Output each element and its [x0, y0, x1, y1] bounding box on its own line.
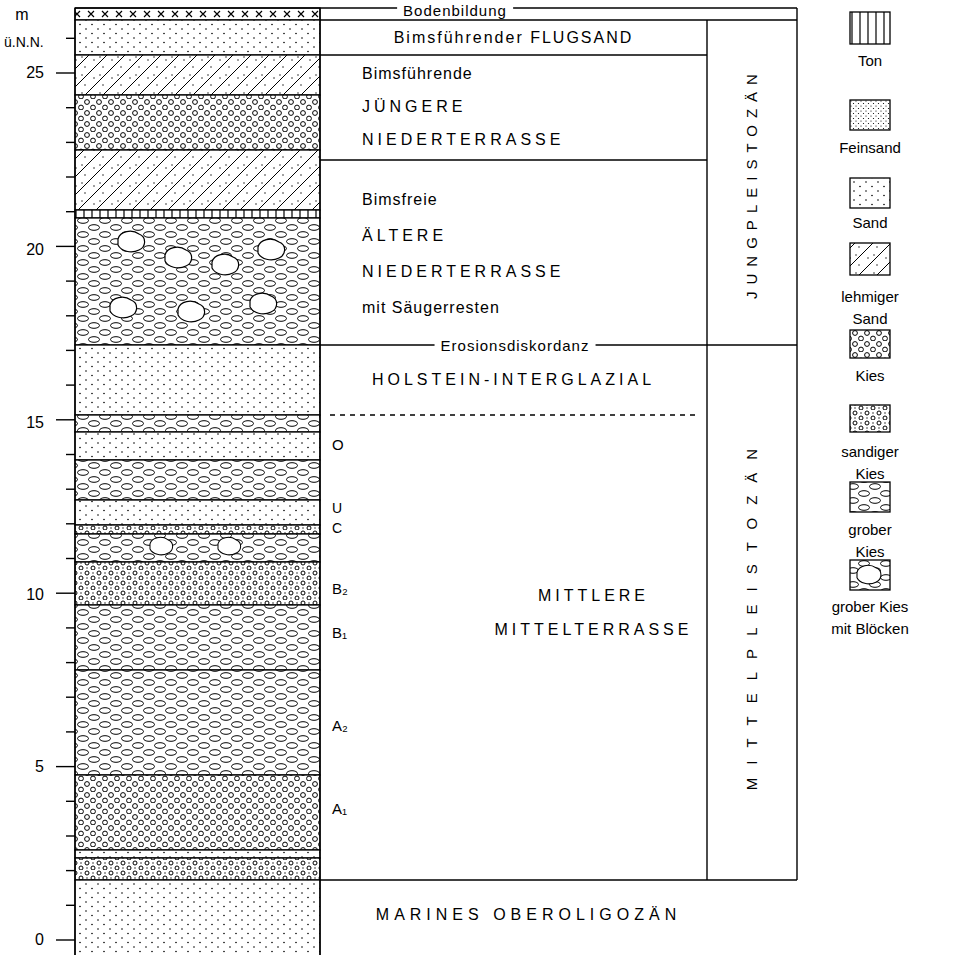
layer-code: O: [332, 436, 344, 453]
axis-number: 15: [26, 414, 44, 432]
axis-tick: [56, 939, 75, 940]
layer-code: B₁: [332, 624, 347, 641]
unit-label: mit Säugerresten: [362, 290, 500, 326]
unit-band: MARINES OBEROLIGOZÄN: [320, 880, 797, 950]
layer-code: A₂: [332, 717, 348, 734]
axis-tick: [56, 246, 75, 247]
axis-tick: [66, 801, 75, 802]
axis-tick: [66, 627, 75, 628]
axis-tick: [66, 489, 75, 490]
axis-unit: m: [15, 6, 28, 24]
axis-tick: [66, 523, 75, 524]
unit-label: HOLSTEIN-INTERGLAZIAL: [372, 370, 655, 390]
unit-band: BimsführendeJÜNGERE NIEDERTERRASSE: [320, 55, 707, 160]
unit-label: Bimsfreie: [362, 182, 438, 218]
axis-tick: [56, 419, 75, 420]
axis-tick: [66, 176, 75, 177]
unit-band: MITTLERE MITTELTERRASSE: [320, 415, 707, 880]
layer-code: C: [332, 520, 342, 536]
boundary-label: Erosionsdiskordanz: [435, 337, 596, 354]
axis-tick: [66, 107, 75, 108]
boundary-label: Bodenbildung: [397, 2, 513, 19]
axis-tick: [66, 835, 75, 836]
axis-number: 20: [26, 241, 44, 259]
period-label: MITTELPLEISTOZÄN: [742, 435, 762, 789]
axis-tick: [66, 662, 75, 663]
axis-tick: [66, 870, 75, 871]
legend-label: grober Kies: [848, 519, 891, 563]
axis-tick: [66, 697, 75, 698]
layer-code: B₂: [332, 580, 348, 597]
axis-tick: [66, 905, 75, 906]
unit-label: MARINES OBEROLIGOZÄN: [376, 905, 681, 925]
layer-code: O: [332, 436, 344, 453]
legend-label: Ton: [858, 50, 882, 72]
legend-label: grober Kies mit Blöcken: [824, 596, 916, 640]
unit-label: Bimsführende: [362, 57, 473, 90]
layer-code: U: [332, 500, 342, 516]
axis-tick: [56, 766, 75, 767]
period-band: MITTELPLEISTOZÄN: [707, 345, 797, 880]
axis-tick: [56, 593, 75, 594]
unit-band: HOLSTEIN-INTERGLAZIAL: [320, 345, 707, 415]
layer-code: A₁: [332, 800, 347, 817]
unit-label: MITTLERE MITTELTERRASSE: [495, 579, 693, 647]
axis-tick: [66, 38, 75, 39]
axis-tick: [66, 384, 75, 385]
axis-number: 0: [35, 931, 44, 949]
unit-label: ÄLTERE NIEDERTERRASSE: [362, 218, 564, 290]
axis-tick: [66, 211, 75, 212]
legend-label: lehmiger Sand: [841, 286, 899, 330]
axis-tick: [66, 731, 75, 732]
axis-number: 15: [26, 414, 44, 432]
period-label: JUNGPLEISTOZÄN: [742, 67, 762, 299]
legend-label: Sand: [852, 212, 887, 234]
boundary-label: Bodenbildung: [397, 2, 513, 19]
axis-number: 25: [26, 64, 44, 82]
axis-tick: [66, 558, 75, 559]
boundary-label: Erosionsdiskordanz: [435, 337, 596, 354]
axis-tick: [66, 142, 75, 143]
legend-label: Kies: [855, 365, 884, 387]
legend-label: Feinsand: [839, 137, 901, 159]
axis-number: 5: [35, 758, 44, 776]
axis-unit: ü.N.N.: [4, 34, 44, 50]
layer-code: A₁: [332, 800, 347, 817]
axis-tick: [66, 350, 75, 351]
axis-number: 20: [26, 241, 44, 259]
axis-unit: m: [15, 6, 28, 24]
layer-code: C: [332, 520, 342, 536]
layer-code: A₂: [332, 717, 348, 734]
period-band: JUNGPLEISTOZÄN: [707, 20, 797, 345]
layer-code: B₁: [332, 624, 347, 641]
axis-tick: [56, 72, 75, 73]
unit-label: Bimsführender FLUGSAND: [394, 28, 634, 48]
axis-number: 10: [26, 586, 44, 604]
legend-label: sandiger Kies: [841, 441, 899, 485]
unit-band: BimsfreieÄLTERE NIEDERTERRASSEmit Säuger…: [320, 160, 707, 345]
layer-code: B₂: [332, 580, 348, 597]
axis-number: 0: [35, 931, 44, 949]
axis-tick: [66, 280, 75, 281]
unit-label: JÜNGERE NIEDERTERRASSE: [362, 90, 564, 156]
layer-code: U: [332, 500, 342, 516]
axis-number: 25: [26, 64, 44, 82]
unit-band: Bimsführender FLUGSAND: [320, 20, 707, 55]
axis-tick: [66, 454, 75, 455]
axis-number: 10: [26, 586, 44, 604]
axis-number: 5: [35, 758, 44, 776]
axis-unit: ü.N.N.: [4, 34, 44, 50]
axis-tick: [66, 315, 75, 316]
